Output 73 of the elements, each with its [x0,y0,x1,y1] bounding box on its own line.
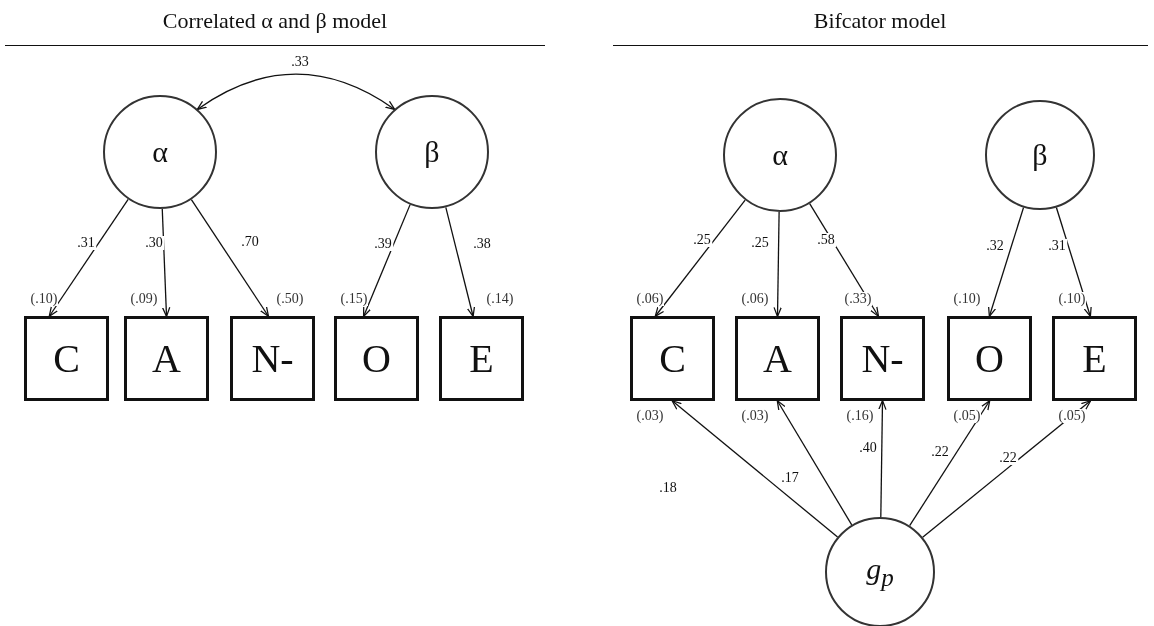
observed-variable-box [334,316,419,401]
panel-title: Correlated α and β model [162,8,388,34]
variable-label: E [1082,338,1107,379]
edge-label: .25 [750,236,770,250]
residual-variance-label: (.50) [275,292,305,306]
edge-label: .32 [985,239,1005,253]
variable-label: A [152,338,181,379]
observed-variable-box [230,316,315,401]
path-arrow [190,198,270,317]
residual-variance-label: (.10) [29,292,59,306]
edge-label: .38 [472,237,492,251]
residual-variance-label: (.09) [129,292,159,306]
edge-label: .31 [76,236,96,250]
variable-label: N- [251,338,294,379]
general-variance-label: (.05) [1057,409,1087,423]
residual-variance-label: (.15) [339,292,369,306]
variable-label: α [152,137,168,167]
edge-label: .70 [240,235,260,249]
edge-label: .40 [858,441,878,455]
panel-title: Bifcator model [813,8,947,34]
path-arrow [48,198,129,317]
variable-label: N- [861,338,904,379]
edge-label: .25 [692,233,712,247]
variable-label: g$_{p}$ [866,554,894,590]
observed-variable-box [439,316,524,401]
variable-label: β [424,137,440,167]
path-arrow [988,206,1025,318]
path-arrow [922,400,1092,538]
edge-label: .31 [1047,239,1067,253]
residual-variance-label: (.06) [740,292,770,306]
path-arrow [654,199,746,317]
observed-variable-box [630,316,715,401]
edge-label: .39 [373,237,393,251]
residual-variance-label: (.06) [635,292,665,306]
residual-variance-label: (.33) [843,292,873,306]
residual-variance-label: (.10) [1057,292,1087,306]
edge-label: .18 [658,481,678,495]
general-variance-label: (.03) [635,409,665,423]
observed-variable-box [947,316,1032,401]
variable-label: C [53,338,80,379]
path-arrow [1055,206,1092,318]
edge-label: .30 [144,236,164,250]
edge-label: .22 [998,451,1018,465]
path-arrow [909,400,991,527]
observed-variable-box [24,316,109,401]
path-arrow [161,208,171,318]
path-arrow [878,399,887,518]
path-arrow [362,203,411,318]
path-arrow [671,400,839,538]
variable-label: O [975,338,1004,379]
observed-variable-box [735,316,820,401]
general-variance-label: (.16) [845,409,875,423]
observed-variable-box [840,316,925,401]
residual-variance-label: (.14) [485,292,515,306]
edge-label: .17 [780,471,800,485]
variable-label: E [469,338,494,379]
observed-variable-box [124,316,209,401]
residual-variance-label: (.10) [952,292,982,306]
edge-label: .58 [816,233,836,247]
variable-label: O [362,338,391,379]
general-variance-label: (.05) [952,409,982,423]
covariance-arrow [196,73,396,111]
variable-label: β [1032,140,1048,170]
variable-label: C [659,338,686,379]
path-arrow [776,400,853,526]
variable-label: A [763,338,792,379]
variable-label: α [772,140,788,170]
path-arrow [445,206,476,318]
edge-label: .33 [290,55,310,69]
general-variance-label: (.03) [740,409,770,423]
path-arrow [773,211,782,318]
edge-label: .22 [930,445,950,459]
observed-variable-box [1052,316,1137,401]
